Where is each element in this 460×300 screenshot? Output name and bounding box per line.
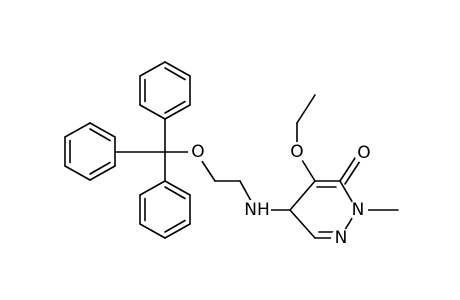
atom-label-background bbox=[287, 142, 307, 162]
bond bbox=[164, 223, 191, 239]
atom-label-o: O bbox=[357, 143, 370, 163]
bond bbox=[164, 219, 186, 233]
bond bbox=[89, 161, 111, 175]
atom-label-background bbox=[331, 228, 351, 248]
bond bbox=[139, 180, 166, 196]
atom-label-background bbox=[188, 142, 208, 162]
ether-oxygen-left: O bbox=[188, 142, 208, 162]
atom-label-o: O bbox=[290, 142, 303, 162]
atom-label-n: N bbox=[352, 200, 365, 220]
bond bbox=[344, 157, 363, 185]
atom-label-n: N bbox=[335, 228, 348, 248]
ether-oxygen-ethoxy: O bbox=[287, 142, 307, 162]
atom-label-layer: O O O NH N N bbox=[188, 142, 374, 248]
bond bbox=[89, 128, 111, 142]
bond bbox=[164, 67, 186, 81]
bond bbox=[289, 180, 316, 211]
bond bbox=[64, 122, 91, 138]
ring-nitrogen-methyl: N bbox=[348, 200, 368, 220]
amine-nitrogen: NH bbox=[244, 200, 271, 220]
bond bbox=[289, 209, 316, 239]
atom-label-background bbox=[348, 200, 368, 220]
atom-label-o: O bbox=[191, 142, 204, 162]
bond bbox=[164, 180, 191, 196]
bond bbox=[89, 122, 116, 138]
bond bbox=[296, 94, 316, 124]
bond bbox=[139, 104, 166, 120]
bond bbox=[164, 61, 191, 77]
ring-nitrogen-imine: N bbox=[331, 228, 351, 248]
atom-label-nh: NH bbox=[244, 200, 270, 220]
bond bbox=[164, 100, 186, 114]
bond bbox=[64, 165, 91, 181]
bond bbox=[89, 165, 116, 181]
bond bbox=[339, 154, 358, 182]
bond-layer bbox=[64, 61, 399, 239]
atom-label-background bbox=[244, 200, 271, 220]
bond bbox=[164, 104, 191, 120]
bond bbox=[139, 61, 166, 77]
atom-label-background bbox=[354, 143, 374, 163]
bond bbox=[139, 223, 166, 239]
bond bbox=[164, 186, 186, 200]
carbonyl-oxygen: O bbox=[354, 143, 374, 163]
